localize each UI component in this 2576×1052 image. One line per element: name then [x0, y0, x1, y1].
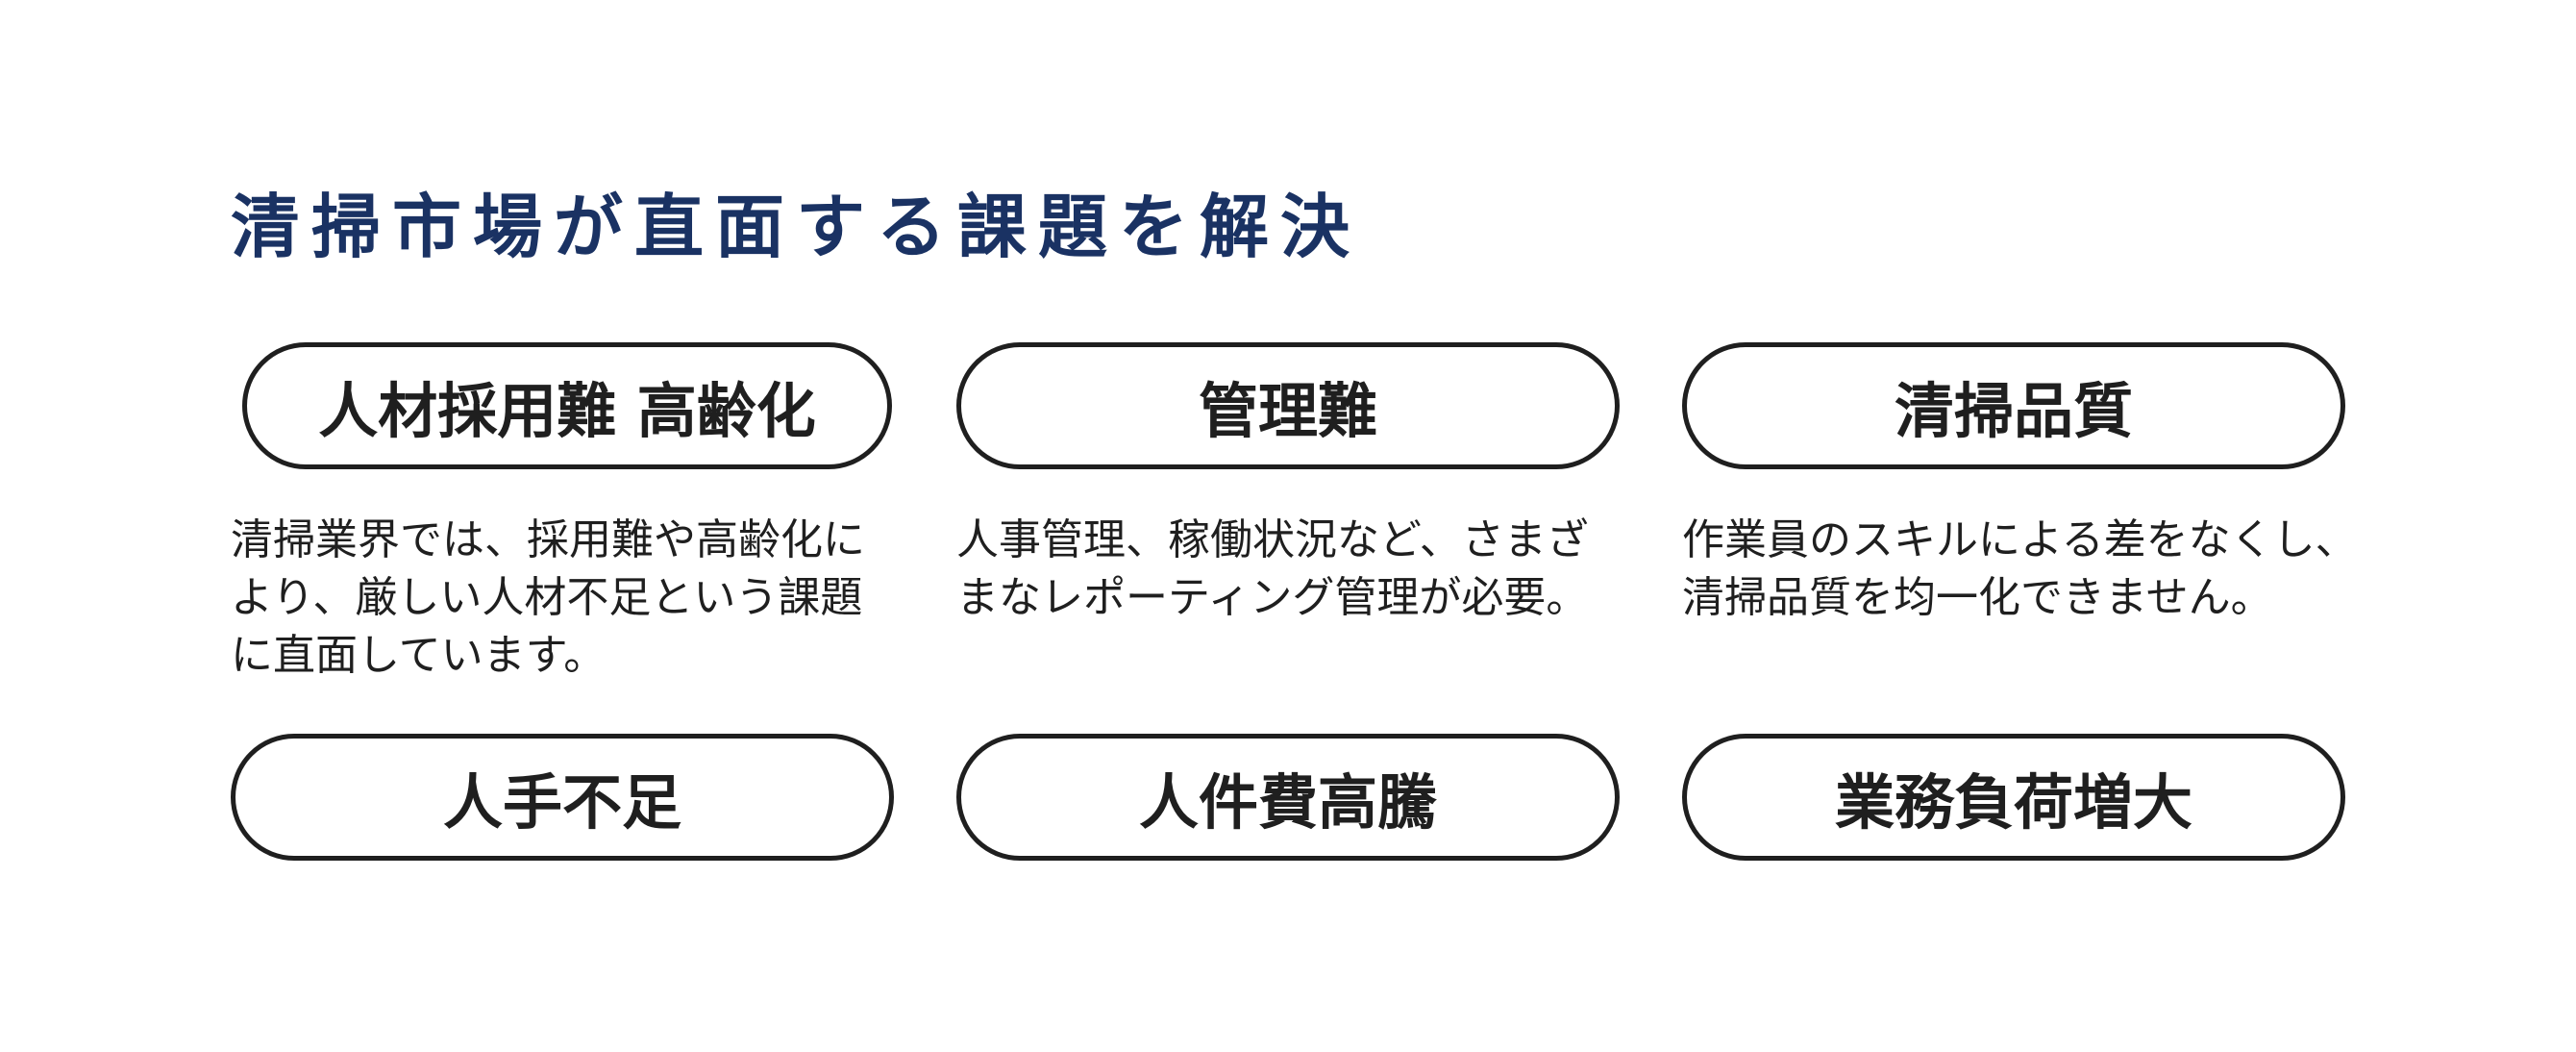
description-line: 人事管理、稼働状況など、さまざ: [956, 515, 1589, 564]
description-line: に直面しています。: [231, 631, 607, 680]
description-line: まなレポーティング管理が必要。: [956, 573, 1589, 622]
description-line: 清掃品質を均一化できません。: [1682, 573, 2273, 622]
section-title: 清掃市場が直面する課題を解決: [231, 187, 1362, 267]
description-line: より、厳しい人材不足という課題: [231, 573, 863, 622]
issue-pill-management: 管理難: [956, 342, 1620, 469]
issue-description-management: 人事管理、稼働状況など、さまざ まなレポーティング管理が必要。: [956, 512, 1648, 627]
issue-pill-quality: 清掃品質: [1682, 342, 2345, 469]
tag-pill-labor-cost: 人件費高騰: [956, 734, 1620, 861]
tag-pill-workload: 業務負荷増大: [1682, 734, 2345, 861]
issue-description-quality: 作業員のスキルによる差をなくし、 清掃品質を均一化できません。: [1682, 512, 2374, 627]
tag-pill-labor-shortage: 人手不足: [231, 734, 894, 861]
description-line: 作業員のスキルによる差をなくし、: [1682, 515, 2358, 564]
description-line: 清掃業界では、採用難や高齢化に: [231, 515, 865, 564]
issue-pill-recruitment: 人材採用難 高齢化: [242, 342, 892, 469]
issue-description-recruitment: 清掃業界では、採用難や高齢化に より、厳しい人材不足という課題 に直面しています…: [231, 512, 923, 685]
